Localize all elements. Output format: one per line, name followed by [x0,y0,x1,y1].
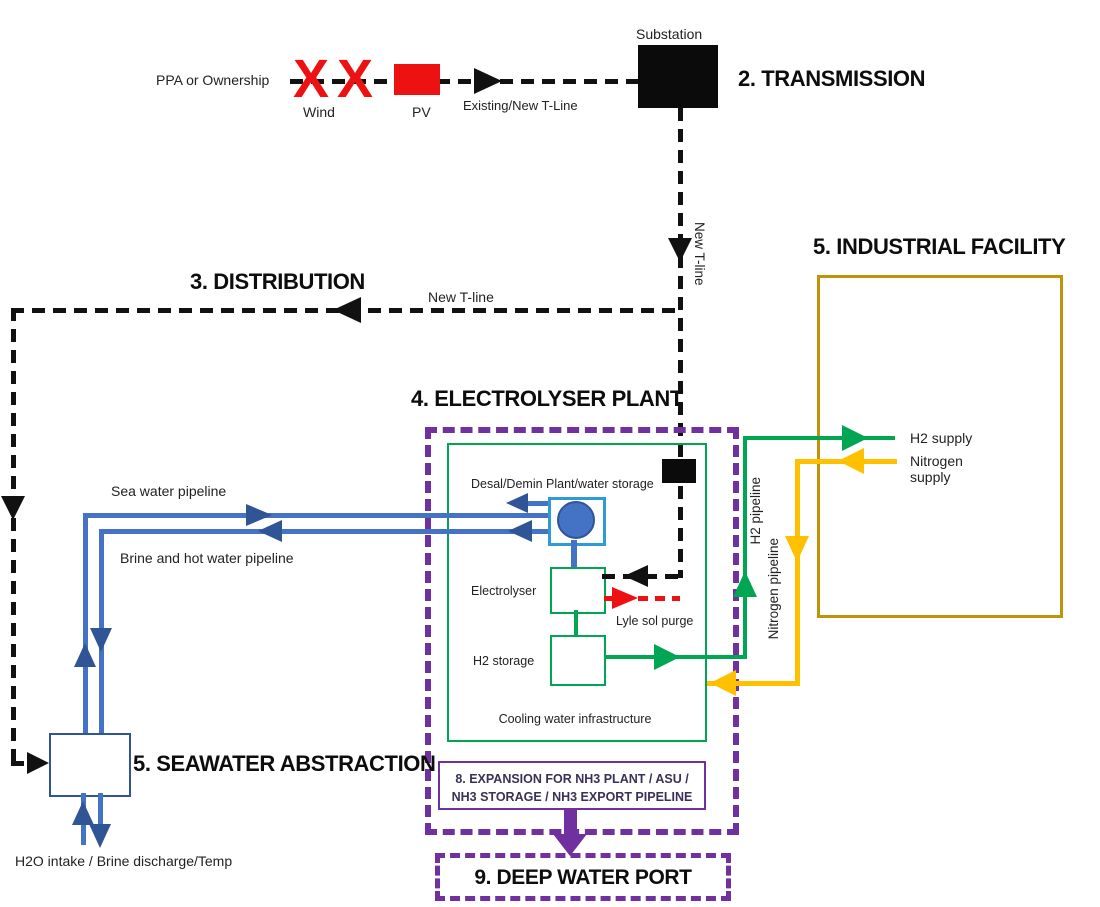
transmission-title: 2. TRANSMISSION [738,66,926,91]
industrial-facility-box [817,275,1063,618]
nh3-expansion-box: 8. EXPANSION FOR NH3 PLANT / ASU / NH3 S… [438,761,706,810]
desal-return-stub [528,501,548,506]
new-tline-vertical-label: New T-line [692,222,707,286]
intake-label: H2O intake / Brine discharge/Temp [15,853,233,869]
h2-storage-out-arrow-icon [654,644,680,670]
electrolyser-box [550,567,606,614]
nitrogen-pipeline-vertical [795,459,800,686]
substation-icon [638,45,718,108]
left-down-arrow-icon [1,496,25,520]
deep-water-port-box: 9. DEEP WATER PORT [435,853,731,901]
h2-up-arrow-icon [733,571,757,597]
desal-label: Desal/Demin Plant/water storage [471,477,654,491]
seawater-abstraction-box [49,733,131,797]
pv-panel-icon [394,64,440,95]
port-arrow-shaft [564,810,577,835]
power-feed-left-arrow-icon [624,565,648,587]
ppa-label: PPA or Ownership [156,72,270,88]
discharge-line-v [98,793,103,841]
sea-water-pipeline-label: Sea water pipeline [111,483,227,499]
cooling-water-label: Cooling water infrastructure [498,712,652,726]
existing-tline-label: Existing/New T-Line [463,98,578,113]
sea-water-line-h [83,513,548,518]
port-arrow-head-icon [553,834,587,856]
nh3-expansion-line1: 8. EXPANSION FOR NH3 PLANT / ASU / [455,772,689,786]
wind-label: Wind [303,104,335,120]
brine-down-arrow-icon [90,628,112,652]
seawater-abstraction-title: 5. SEAWATER ABSTRACTION [133,751,436,776]
left-dashed-line [11,308,16,765]
water-storage-icon [557,501,595,539]
sea-water-line-v [83,513,88,733]
h2-storage-box [550,635,606,686]
nh3-expansion-line2: NH3 STORAGE / NH3 EXPORT PIPELINE [451,790,693,805]
nitrogen-supply-arrow-icon [838,448,864,474]
brine-left-arrow2-icon [508,520,532,542]
electrolyser-plant-boundary [425,427,739,835]
electrolyser-plant-title: 4. ELECTROLYSER PLANT [411,386,683,411]
desal-electrolyser-connector [571,540,577,567]
distribution-new-tline-label: New T-line [428,289,494,305]
nitrogen-down-arrow-icon [785,536,809,562]
intake-up-arrow-icon [72,801,94,825]
desal-return-left-arrow-icon [506,493,528,513]
wind-turbine-icon: X [293,49,329,109]
brine-left-arrow-icon [258,520,282,542]
substation-label: Substation [636,26,703,42]
electrolyser-label: Electrolyser [471,584,537,598]
h2-pipeline-vertical [743,436,747,659]
cooling-water-box [447,443,707,742]
distribution-title: 3. DISTRIBUTION [190,269,365,294]
wind-turbine-icon: X [337,49,373,109]
h2-supply-label: H2 supply [910,430,973,446]
pv-label: PV [412,104,431,120]
plant-substation-icon [662,459,696,483]
purge-right-arrow-icon [612,587,638,609]
h2-storage-label: H2 storage [473,654,535,668]
industrial-title: 5. INDUSTRIAL FACILITY [813,234,1066,259]
abstraction-right-arrow-icon [27,752,49,774]
nitrogen-pipeline-bottom [707,681,800,686]
tline-down-arrow-icon [668,238,692,262]
brine-line-h [99,529,548,534]
electrolyser-storage-connector [574,610,578,635]
nitrogen-pipeline-label: Nitrogen pipeline [766,538,781,640]
nitrogen-in-arrow-icon [710,670,736,696]
brine-pipeline-label: Brine and hot water pipeline [120,550,294,566]
transmission-dashed-line [678,108,683,578]
purge-dashed-line [604,596,680,601]
deep-water-port-title: 9. DEEP WATER PORT [474,866,692,889]
abstraction-dashed-stub [11,761,37,766]
tline-right-arrow-icon [474,68,502,94]
purge-label: Lyle sol purge [616,614,694,628]
h2-pipeline-top [745,436,895,440]
h2-supply-arrow-icon [842,425,868,451]
discharge-down-arrow-icon [89,824,111,848]
h2-pipeline-label: H2 pipeline [748,477,763,545]
nitrogen-supply-label: Nitrogen supply [910,453,963,486]
ppa-dashed-line [290,79,638,84]
distribution-left-arrow-icon [333,297,361,323]
